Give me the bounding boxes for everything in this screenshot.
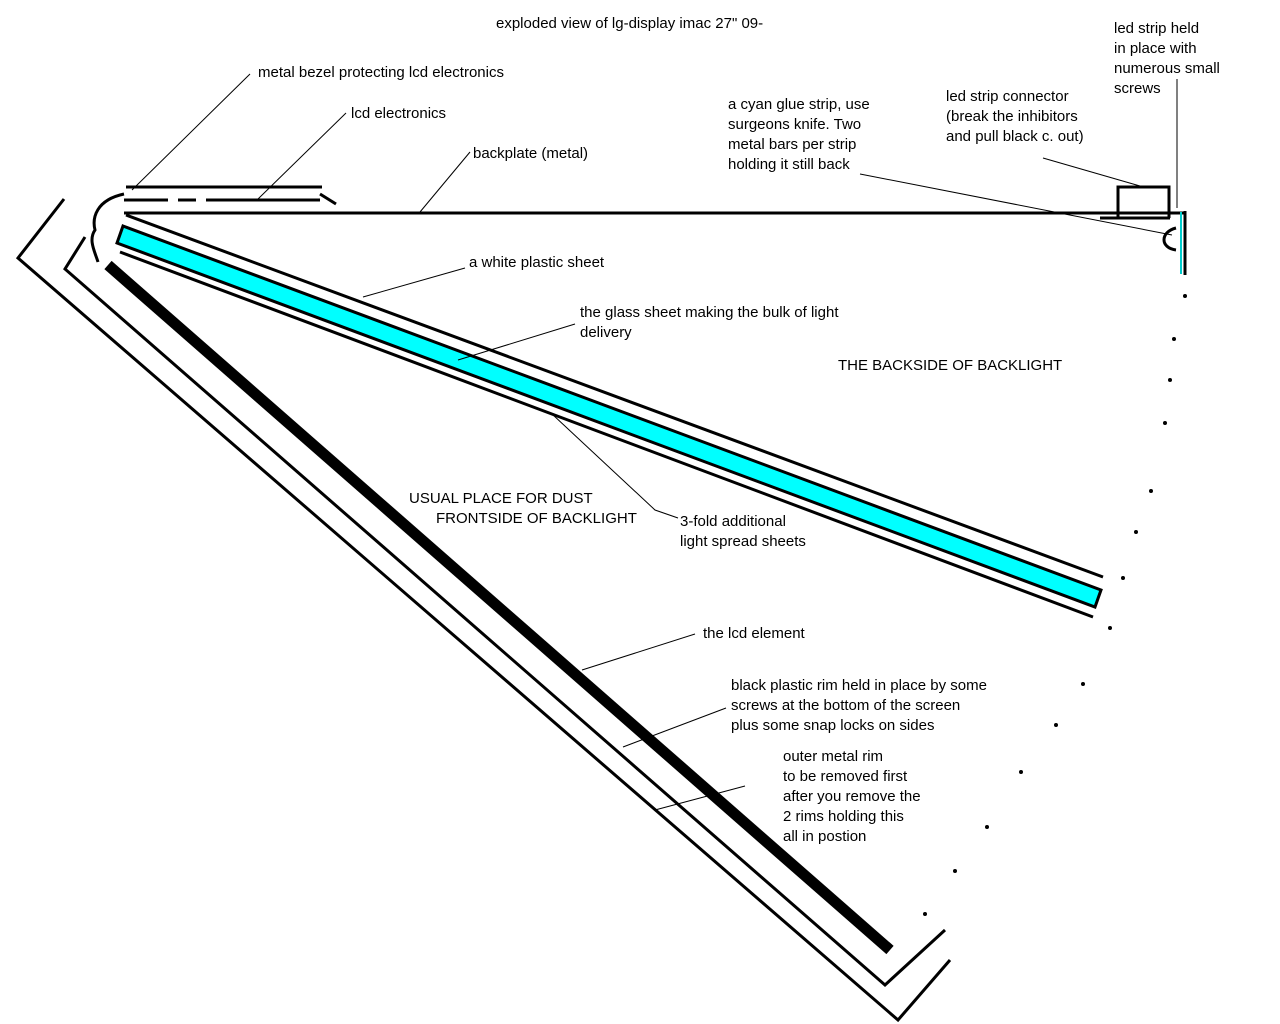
leader-lcd-element (581, 633, 696, 671)
label-lcd-electronics: lcd electronics (351, 105, 447, 122)
leader-led-connector (1042, 157, 1141, 187)
light-spread-sheets (119, 250, 1094, 619)
label-glass-sheet: the glass sheet making the bulk of light… (580, 304, 839, 341)
leader-spread-sheets (551, 413, 679, 519)
label-lcd-element: the lcd element (703, 625, 805, 642)
label-backside-of-backlight: THE BACKSIDE OF BACKLIGHT (838, 357, 1063, 374)
glass-sheet (115, 224, 1103, 609)
white-plastic-sheet (125, 213, 1104, 579)
label-frontside-of-backlight: FRONTSIDE OF BACKLIGHT (436, 510, 637, 527)
label-metal-bezel: metal bezel protecting lcd electronics (258, 64, 504, 81)
diagram-title: exploded view of lg-display imac 27" 09- (496, 15, 764, 32)
label-outer-metal-rim: outer metal rim to be removed first afte… (783, 748, 921, 845)
black-plastic-rim (63, 236, 947, 988)
leader-glass-sheet (457, 323, 576, 361)
label-black-plastic-rim: black plastic rim held in place by some … (731, 677, 987, 734)
dotted-arc (923, 294, 1187, 916)
leader-lcd-electronics (257, 112, 347, 200)
label-backplate: backplate (metal) (473, 145, 589, 162)
led-strip-connector (1100, 185, 1171, 220)
label-white-plastic-sheet: a white plastic sheet (469, 254, 605, 271)
outer-metal-rim (15, 198, 952, 1023)
leader-metal-bezel (131, 73, 251, 191)
backplate (90, 192, 1187, 275)
label-led-strip: led strip held in place with numerous sm… (1114, 20, 1220, 97)
leader-white-sheet (362, 267, 466, 298)
leader-cyan-glue (859, 173, 1173, 236)
label-usual-place-for-dust: USUAL PLACE FOR DUST (409, 490, 593, 507)
label-led-strip-connector: led strip connector (break the inhibitor… (946, 88, 1084, 145)
leader-outer-rim (654, 785, 746, 811)
label-cyan-glue-strip: a cyan glue strip, use surgeons knife. T… (728, 96, 870, 173)
leader-backplate (419, 151, 471, 213)
lcd-electronics-board (124, 192, 337, 206)
leader-lines (131, 73, 1178, 811)
leader-black-rim (622, 707, 727, 748)
lcd-element (104, 260, 894, 955)
label-spread-sheets: 3-fold additional light spread sheets (680, 513, 806, 550)
